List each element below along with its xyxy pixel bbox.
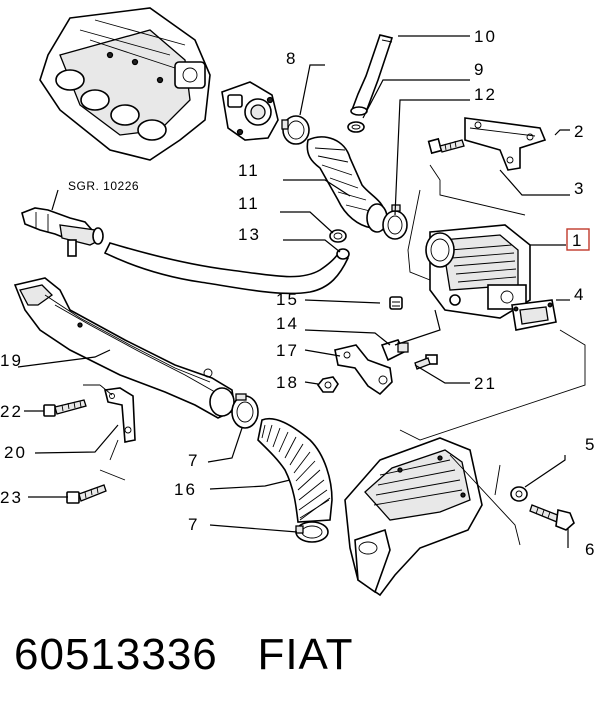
hose-clamp-7-lower xyxy=(295,521,329,543)
callout-8-label: 8 xyxy=(286,49,297,68)
callout-13: 12 xyxy=(474,85,497,104)
reference-sgr: SGR. 10226 xyxy=(68,179,139,193)
hose-14 xyxy=(103,242,350,295)
bracket-21 xyxy=(83,384,136,443)
hose-clamp-8 xyxy=(281,115,310,145)
callout-7-lower: 7 xyxy=(188,515,199,534)
callout-5: 5 xyxy=(585,435,596,454)
bolt-3 xyxy=(427,137,465,155)
bracket-18 xyxy=(334,344,393,396)
bolt-22 xyxy=(414,354,438,370)
callout-24: 23 xyxy=(0,488,23,507)
callout-23: 22 xyxy=(0,402,23,421)
highlight-box-1 xyxy=(566,228,590,251)
washer-5 xyxy=(510,486,528,502)
corrugated-hose-17 xyxy=(257,418,333,523)
gasket-4 xyxy=(511,299,557,331)
elbow-hose-11 xyxy=(306,136,388,233)
bolt-24 xyxy=(66,484,107,504)
nut-19 xyxy=(316,376,339,393)
callout-11: 11 xyxy=(238,161,260,180)
callout-4: 4 xyxy=(574,285,585,304)
callout-15: 14 xyxy=(276,314,299,333)
brand-name: FIAT xyxy=(257,630,354,679)
footer-caption: 60513336 FIAT xyxy=(14,630,354,680)
bolt-23 xyxy=(43,399,87,417)
callout-22: 21 xyxy=(474,374,497,393)
plug-16 xyxy=(389,296,403,310)
callout-1: 1 xyxy=(572,231,583,250)
callout-18: 17 xyxy=(276,341,299,360)
sensor-15 xyxy=(380,339,409,362)
callout-10: 10 xyxy=(474,27,497,46)
bolt-6 xyxy=(529,504,575,531)
assembly-lines xyxy=(99,164,586,546)
callout-21: 20 xyxy=(4,443,27,462)
callout-7-upper: 7 xyxy=(188,451,199,470)
callout-9: 9 xyxy=(474,60,485,79)
hose-10 xyxy=(347,34,394,133)
callout-labels: 10 9 12 10 8 2 3 1 4 5 6 11 11 13 15 14 … xyxy=(0,27,596,559)
resonator-box-1 xyxy=(425,224,531,319)
callout-12: 11 xyxy=(238,194,260,213)
callout-19: 18 xyxy=(276,373,299,392)
callout-14: 13 xyxy=(238,225,261,244)
air-filter-housing xyxy=(344,437,483,597)
callout-3: 3 xyxy=(574,179,585,198)
callout-20: 19 xyxy=(0,351,23,370)
hose-clamp-7-upper xyxy=(231,393,259,429)
bracket-2 xyxy=(464,117,547,171)
callout-2: 2 xyxy=(574,122,585,141)
callout-16: 15 xyxy=(276,290,299,309)
injector-drawing xyxy=(21,207,104,257)
callout-17: 16 xyxy=(174,480,197,499)
clamp-12 xyxy=(329,229,347,243)
throttle-body-drawing xyxy=(221,81,279,141)
intake-manifold-drawing xyxy=(39,7,211,161)
part-number: 60513336 xyxy=(14,630,218,679)
callout-6: 6 xyxy=(585,540,596,559)
leader-lines xyxy=(17,35,570,548)
